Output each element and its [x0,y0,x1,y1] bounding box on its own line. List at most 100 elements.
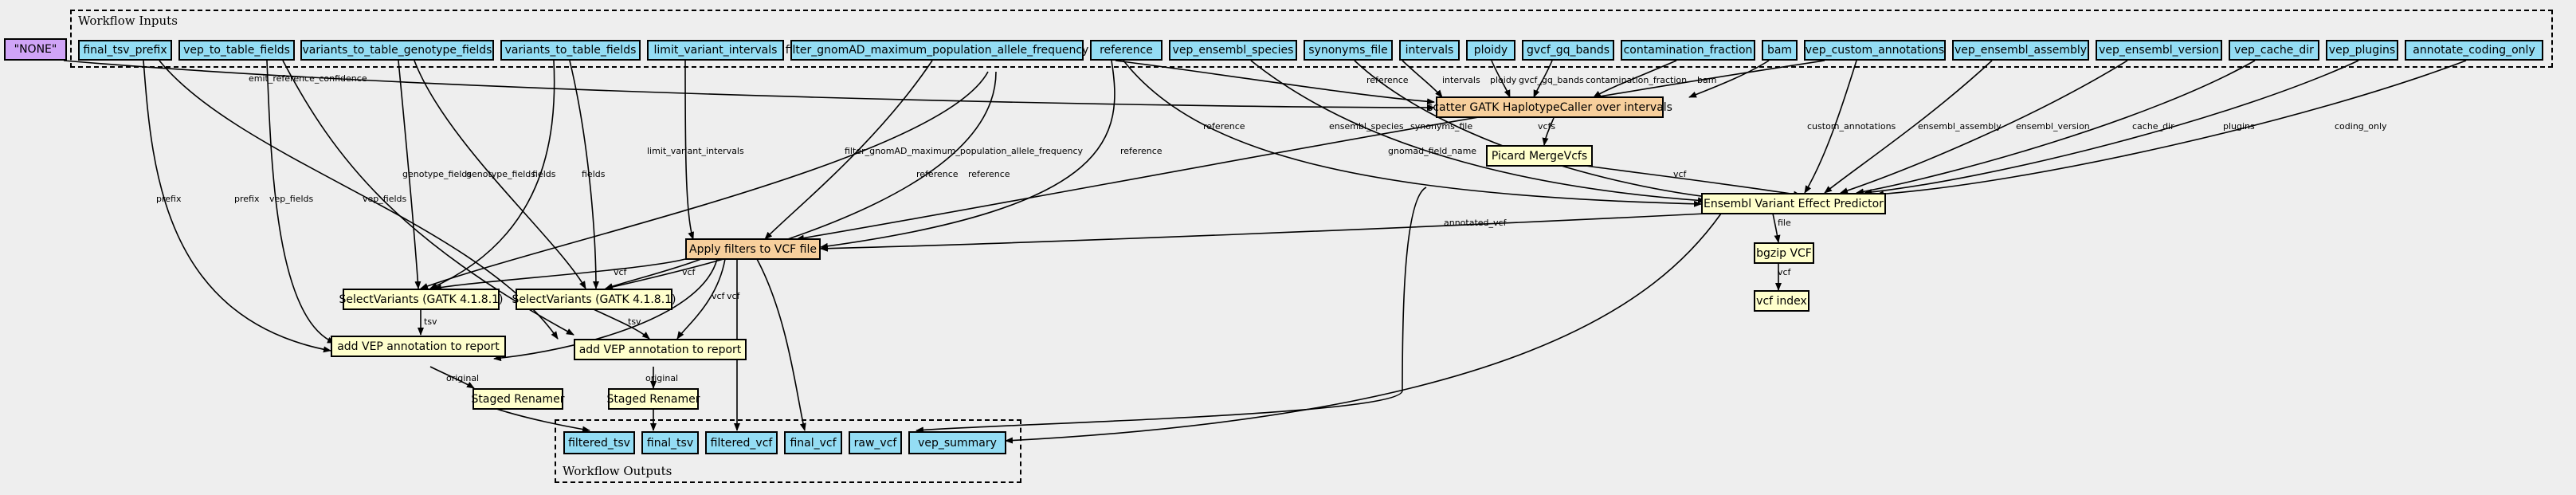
label-reference-vep: reference [1203,121,1245,132]
label-tsv-1: tsv [424,316,437,327]
label-original-2: original [645,373,678,383]
input-filter-gnomad-max-af[interactable]: filter_gnomAD_maximum_population_allele_… [786,40,1088,61]
input-vep-to-table-fields[interactable]: vep_to_table_fields [178,40,295,61]
label-prefix-2: prefix [234,194,260,204]
edge-intervals-haplotypecaller [1402,60,1443,98]
label-vcf-apply-addvep: vcf [712,291,726,301]
output-filtered-tsv[interactable]: filtered_tsv [563,431,635,454]
label-reference-select1: reference [916,169,959,179]
edge-fields-select1 [429,60,555,289]
input-variants-to-table-genotype-fields[interactable]: variants_to_table_genotype_fields [300,40,494,61]
workflow-inputs-label: Workflow Inputs [78,14,178,28]
input-vep-plugins[interactable]: vep_plugins [2326,40,2398,61]
input-ploidy[interactable]: ploidy [1466,40,1515,61]
input-vep-ensembl-species[interactable]: vep_ensembl_species [1169,40,1297,61]
edge-reference-select2 [605,71,997,290]
label-original-1: original [446,373,479,383]
output-final-vcf[interactable]: final_vcf [784,431,842,454]
output-vep-summary[interactable]: vep_summary [908,431,1006,454]
label-custom-annotations: custom_annotations [1807,121,1896,132]
label-contamination-hc: contamination_fraction [1586,75,1687,85]
input-intervals[interactable]: intervals [1399,40,1460,61]
label-coding-only: coding_only [2335,121,2387,132]
edge-renamer1-filteredtsv [493,407,590,433]
label-gvcf-hc: gvcf_gq_bands [1519,75,1584,85]
label-prefix-1: prefix [156,194,182,204]
edge-ploidy-haplotypecaller [1491,60,1511,98]
step-selectvariants-2[interactable]: SelectVariants (GATK 4.1.8.1) [512,289,676,310]
edge-apply-addvep1 [493,258,718,362]
label-cache-dir: cache_dir [2132,121,2174,132]
label-ploidy-hc: ploidy [1490,75,1517,85]
label-ensembl-assembly: ensembl_assembly [1918,121,2002,132]
step-apply-filters[interactable]: Apply filters to VCF file [685,238,821,260]
step-ensembl-vep[interactable]: Ensembl Variant Effect Predictor [1701,193,1886,214]
edge-gnomad-apply [764,60,933,240]
input-vep-custom-annotations[interactable]: vep_custom_annotations [1804,40,1946,61]
input-reference[interactable]: reference [1090,40,1163,61]
input-gvcf-gq-bands[interactable]: gvcf_gq_bands [1522,40,1614,61]
edge-reference-vep [1123,60,1702,207]
label-vcf-merge-vep: vcf [1673,169,1688,179]
step-staged-renamer-1[interactable]: Staged Renamer [472,388,564,410]
edge-prefix-addvep2 [159,60,559,340]
edge-merge-rawvcf [916,187,1427,434]
label-genotype-fields-1: genotype_fields [402,169,472,179]
step-picard-mergevcfs[interactable]: Picard MergeVcfs [1486,145,1593,167]
label-plugins: plugins [2223,121,2255,132]
edge-vepfields-addvep1 [266,60,335,344]
edge-species-vep [1250,60,1706,204]
label-gnomad-field-name: gnomad_field_name [1388,146,1476,156]
output-raw-vcf[interactable]: raw_vcf [849,431,902,454]
edge-genofields-select1 [398,60,421,289]
input-variants-to-table-fields[interactable]: variants_to_table_fields [500,40,641,61]
label-genotype-fields-2: genotype_fields [466,169,535,179]
workflow-inputs-cluster [70,10,2553,68]
input-vep-cache-dir[interactable]: vep_cache_dir [2229,40,2319,61]
input-vep-ensembl-version[interactable]: vep_ensembl_version [2096,40,2222,61]
step-selectvariants-1[interactable]: SelectVariants (GATK 4.1.8.1) [339,289,504,310]
edge-gvcf-haplotypecaller [1533,60,1553,98]
input-limit-variant-intervals[interactable]: limit_variant_intervals [647,40,784,61]
edge-apply-addvep2 [676,258,726,340]
input-synonyms-file[interactable]: synonyms_file [1304,40,1393,61]
label-tsv-2: tsv [628,316,641,327]
step-staged-renamer-2[interactable]: Staged Renamer [607,388,700,410]
step-bgzip-vcf[interactable]: bgzip VCF [1754,242,1814,264]
edge-custom-vep [1804,60,1857,194]
edge-bam-haplotypecaller [1688,60,1770,98]
label-fields-1: fields [532,169,556,179]
output-final-tsv[interactable]: final_tsv [641,431,699,454]
edge-haplotypecaller-merge [1542,117,1555,146]
input-vep-ensembl-assembly[interactable]: vep_ensembl_assembly [1952,40,2089,61]
label-ensembl-species: ensembl_species [1329,121,1404,132]
output-filtered-vcf[interactable]: filtered_vcf [705,431,778,454]
label-vcf-bgzip-index: vcf [1778,267,1792,277]
edge-fields-select2 [569,60,599,289]
step-vcf-index[interactable]: vcf index [1754,290,1809,312]
label-filter-gnomad: filter_gnomAD_maximum_population_allele_… [845,146,1084,156]
edge-version-vep [1840,60,2128,194]
edge-select2-addvep2 [593,308,650,340]
step-add-vep-annotation-2[interactable]: add VEP annotation to report [574,339,747,360]
step-haplotypecaller[interactable]: scatter GATK HaplotypeCaller over interv… [1427,96,1672,118]
step-add-vep-annotation-1[interactable]: add VEP annotation to report [331,336,506,357]
edge-contamination-haplotypecaller [1593,60,1677,98]
edge-cachedir-vep [1856,60,2256,195]
edge-genofields-select2 [414,60,586,289]
label-emit-reference-confidence: emit_reference_confidence [249,73,367,84]
edge-vepcustom-apply [796,60,1825,242]
edge-vep-bgzip [1772,213,1781,243]
label-ensembl-version: ensembl_version [2016,121,2090,132]
none-constant-node[interactable]: "NONE" [4,38,67,61]
edge-reference-haplotypecaller [1115,60,1435,105]
input-bam[interactable]: bam [1762,40,1798,61]
input-contamination-fraction[interactable]: contamination_fraction [1621,40,1755,61]
input-final-tsv-prefix[interactable]: final_tsv_prefix [78,40,172,61]
input-annotate-coding-only[interactable]: annotate_coding_only [2405,40,2543,61]
label-synonyms-file: synonyms_file [1410,121,1472,132]
edge-none-haplotypecaller [63,60,1435,111]
edge-vepfields-addvep2 [282,60,574,336]
